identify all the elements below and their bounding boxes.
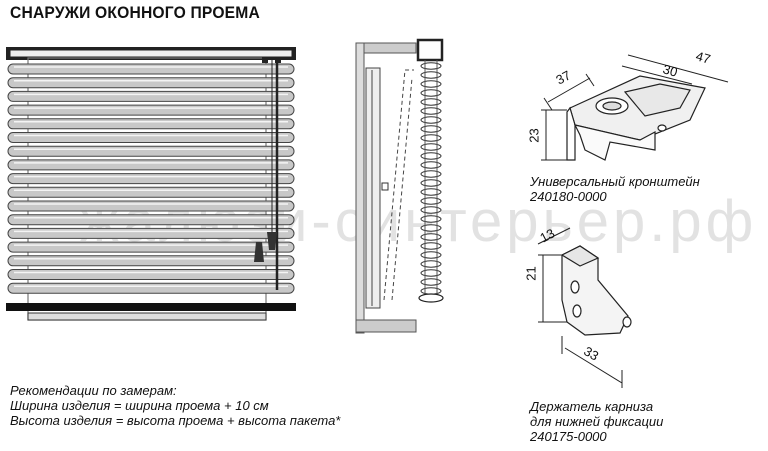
dim-37-tick-a (543, 97, 553, 111)
holder-pin (622, 316, 632, 328)
slat (7, 145, 295, 157)
dim-13-line (537, 227, 571, 245)
dim-30-line (621, 65, 693, 85)
dim-33-line (564, 347, 623, 384)
dim-label-23: 23 (526, 128, 542, 143)
cord-lock (262, 57, 268, 63)
bracket-front-face (573, 124, 656, 161)
side-slat (420, 233, 442, 241)
bottom-rail (6, 303, 296, 311)
slat (7, 282, 295, 294)
side-slat (420, 215, 442, 223)
slat (7, 255, 295, 267)
window-sill (27, 312, 267, 321)
universal-bracket (566, 75, 706, 161)
holder-caption: Держатель карниза для нижней фиксации 24… (530, 399, 663, 444)
front-view (6, 47, 296, 321)
slat (7, 63, 295, 75)
side-slat (420, 224, 442, 232)
slat (7, 118, 295, 130)
side-slat (420, 71, 442, 79)
side-slat (420, 170, 442, 178)
slat (7, 227, 295, 239)
side-bottom-rail (418, 293, 444, 303)
recommendations-block: Рекомендации по замерам: Ширина изделия … (10, 383, 340, 428)
side-slat (420, 278, 442, 286)
side-slat (420, 251, 442, 259)
slat (7, 241, 295, 253)
slat (7, 159, 295, 171)
bracket-screw (657, 124, 667, 132)
side-view (355, 38, 444, 334)
slat (7, 269, 295, 280)
holder-caption-line1: Держатель карниза (530, 399, 654, 414)
slat (7, 132, 295, 143)
slat (7, 104, 295, 116)
wall-bottom (355, 319, 417, 333)
slat (7, 200, 295, 212)
side-slat (420, 125, 442, 133)
side-slat (420, 260, 442, 268)
side-slat (420, 188, 442, 196)
slat (7, 77, 295, 89)
cord-tassel (254, 242, 264, 262)
bracket-side-face (566, 106, 576, 161)
head-rail-inner (9, 49, 293, 58)
wall-top (355, 42, 417, 54)
bracket-caption-name: Универсальный кронштейн (530, 174, 700, 189)
side-slat (420, 62, 442, 70)
holder-top-face (560, 245, 600, 267)
wand-mount (275, 57, 281, 63)
sash-handle (381, 182, 389, 191)
side-slat (420, 89, 442, 97)
side-slat (420, 143, 442, 151)
slat (7, 214, 295, 226)
side-slat (420, 98, 442, 106)
bracket-clip (623, 83, 691, 117)
side-slats-group (420, 62, 442, 295)
side-slat (420, 197, 442, 205)
page-title: СНАРУЖИ ОКОННОГО ПРОЕМА (10, 3, 260, 22)
bracket-caption-code: 240180-0000 (530, 189, 607, 204)
holder-caption-code: 240175-0000 (530, 429, 607, 444)
side-slat (420, 206, 442, 214)
open-sash-outline-2 (391, 77, 413, 301)
cornice-holder (560, 245, 632, 336)
window-profile (365, 67, 381, 309)
width-rule: Ширина изделия = ширина проема + 10 см (10, 398, 269, 413)
slat (7, 90, 295, 102)
bracket-dimensions (541, 54, 729, 161)
side-slat (420, 179, 442, 187)
slats-group (7, 63, 295, 294)
bracket-caption: Универсальный кронштейн 240180-0000 (530, 174, 700, 204)
side-slat (420, 152, 442, 160)
side-slat (420, 161, 442, 169)
side-slat (420, 134, 442, 142)
side-slat (420, 107, 442, 115)
dim-37-tick-b (585, 73, 595, 87)
side-slat (420, 116, 442, 124)
slat (7, 186, 295, 198)
side-bracket (416, 38, 444, 62)
side-slat (420, 287, 442, 295)
dim-37-line (547, 77, 591, 103)
side-slat (420, 269, 442, 277)
side-slat (420, 242, 442, 250)
side-slat (420, 80, 442, 88)
recommendations-heading: Рекомендации по замерам: (10, 383, 177, 398)
height-rule: Высота изделия = высота проема + высота … (10, 413, 341, 428)
dim-47-line (627, 54, 729, 83)
slat (7, 173, 295, 185)
cord-weight (267, 232, 277, 250)
bracket-hole-inner (602, 101, 622, 111)
holder-dimensions (537, 227, 623, 388)
holder-caption-line2: для нижней фиксации (530, 414, 664, 429)
holder-hole-top (570, 280, 580, 294)
holder-hole-bottom (572, 304, 582, 318)
dim-label-21: 21 (523, 266, 539, 281)
wall-left (355, 42, 365, 334)
